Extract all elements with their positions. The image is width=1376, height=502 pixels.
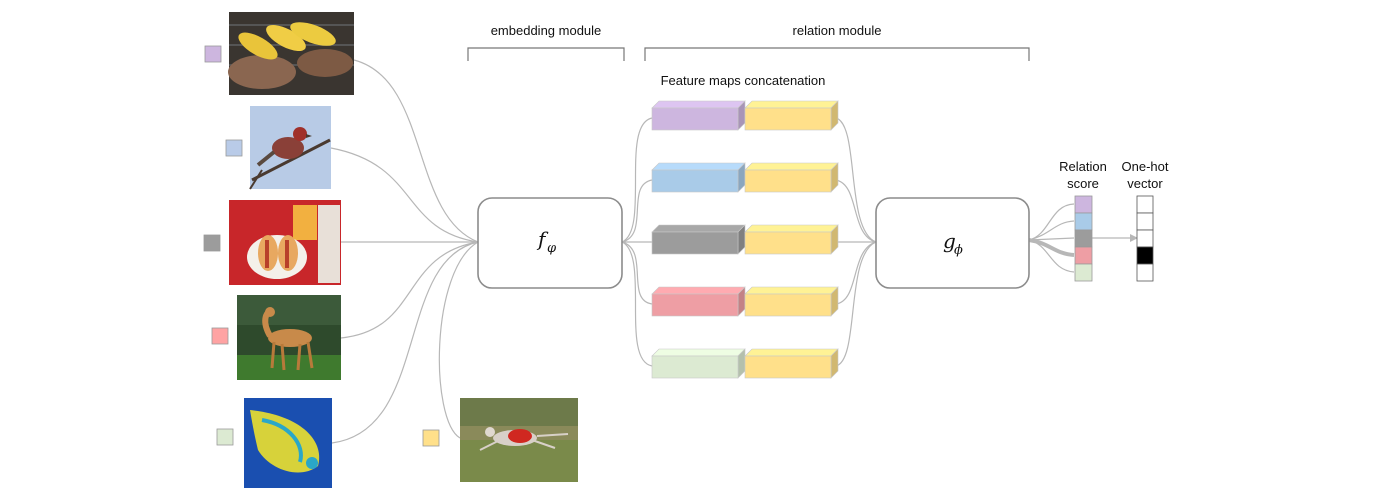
relation-score-column	[1074, 195, 1093, 282]
feature-to-relation-connectors	[835, 117, 877, 367]
onehot-cell-4	[1136, 246, 1154, 265]
class-square-gray	[203, 234, 221, 252]
feature-map-purple	[651, 100, 746, 131]
onehot-cell-2	[1136, 212, 1154, 231]
relation-score-cell-gray	[1074, 229, 1093, 248]
feature-map-query-3	[744, 224, 839, 255]
relation-to-score-connectors	[1028, 203, 1138, 273]
relation-module-box: g ϕ	[875, 197, 1030, 289]
feature-map-pairs	[651, 100, 839, 379]
relation-module-label: relation module	[793, 23, 882, 38]
relation-module-bracket	[644, 47, 1030, 61]
onehot-vector-column	[1136, 195, 1154, 282]
class-square-blue	[225, 139, 243, 157]
g-subscript: ϕ	[954, 243, 963, 258]
support-class-squares	[203, 45, 243, 446]
feature-map-gray	[651, 224, 746, 255]
support-image-fish	[244, 398, 332, 488]
relation-score-cell-green	[1074, 263, 1093, 282]
relation-score-cell-blue	[1074, 212, 1093, 231]
query-class-square-yellow	[422, 429, 440, 447]
support-image-hotdogs	[229, 200, 341, 285]
feature-map-query-5	[744, 348, 839, 379]
relation-score-cell-purple	[1074, 195, 1093, 214]
class-square-red	[211, 327, 229, 345]
embedding-to-feature-connectors	[621, 117, 653, 367]
relation-score-label-line1: Relation	[1059, 159, 1107, 174]
embedding-module-bracket	[467, 47, 625, 61]
class-square-purple	[204, 45, 222, 63]
embedding-module-label: embedding module	[491, 23, 602, 38]
feature-map-red	[651, 286, 746, 317]
feature-map-green	[651, 348, 746, 379]
feature-maps-label: Feature maps concatenation	[661, 73, 826, 88]
support-image-bird	[249, 106, 331, 190]
feature-map-blue	[651, 162, 746, 193]
onehot-label-line2: vector	[1127, 176, 1163, 191]
onehot-cell-5	[1136, 263, 1154, 282]
g-symbol: g	[943, 229, 956, 253]
support-image-standing-dog	[237, 295, 341, 380]
embedding-module-box: f φ	[477, 197, 623, 289]
support-image-food	[228, 12, 354, 95]
class-square-green	[216, 428, 234, 446]
feature-map-query-1	[744, 100, 839, 131]
relation-score-label-line2: score	[1067, 176, 1099, 191]
image-to-embedding-connectors	[330, 59, 479, 444]
f-subscript: φ	[547, 241, 557, 256]
onehot-cell-1	[1136, 195, 1154, 214]
onehot-cell-3	[1136, 229, 1154, 248]
relation-score-cell-red	[1074, 246, 1093, 265]
feature-map-query-2	[744, 162, 839, 193]
query-image-running-dog	[460, 398, 578, 482]
onehot-label-line1: One-hot	[1122, 159, 1169, 174]
feature-map-query-4	[744, 286, 839, 317]
